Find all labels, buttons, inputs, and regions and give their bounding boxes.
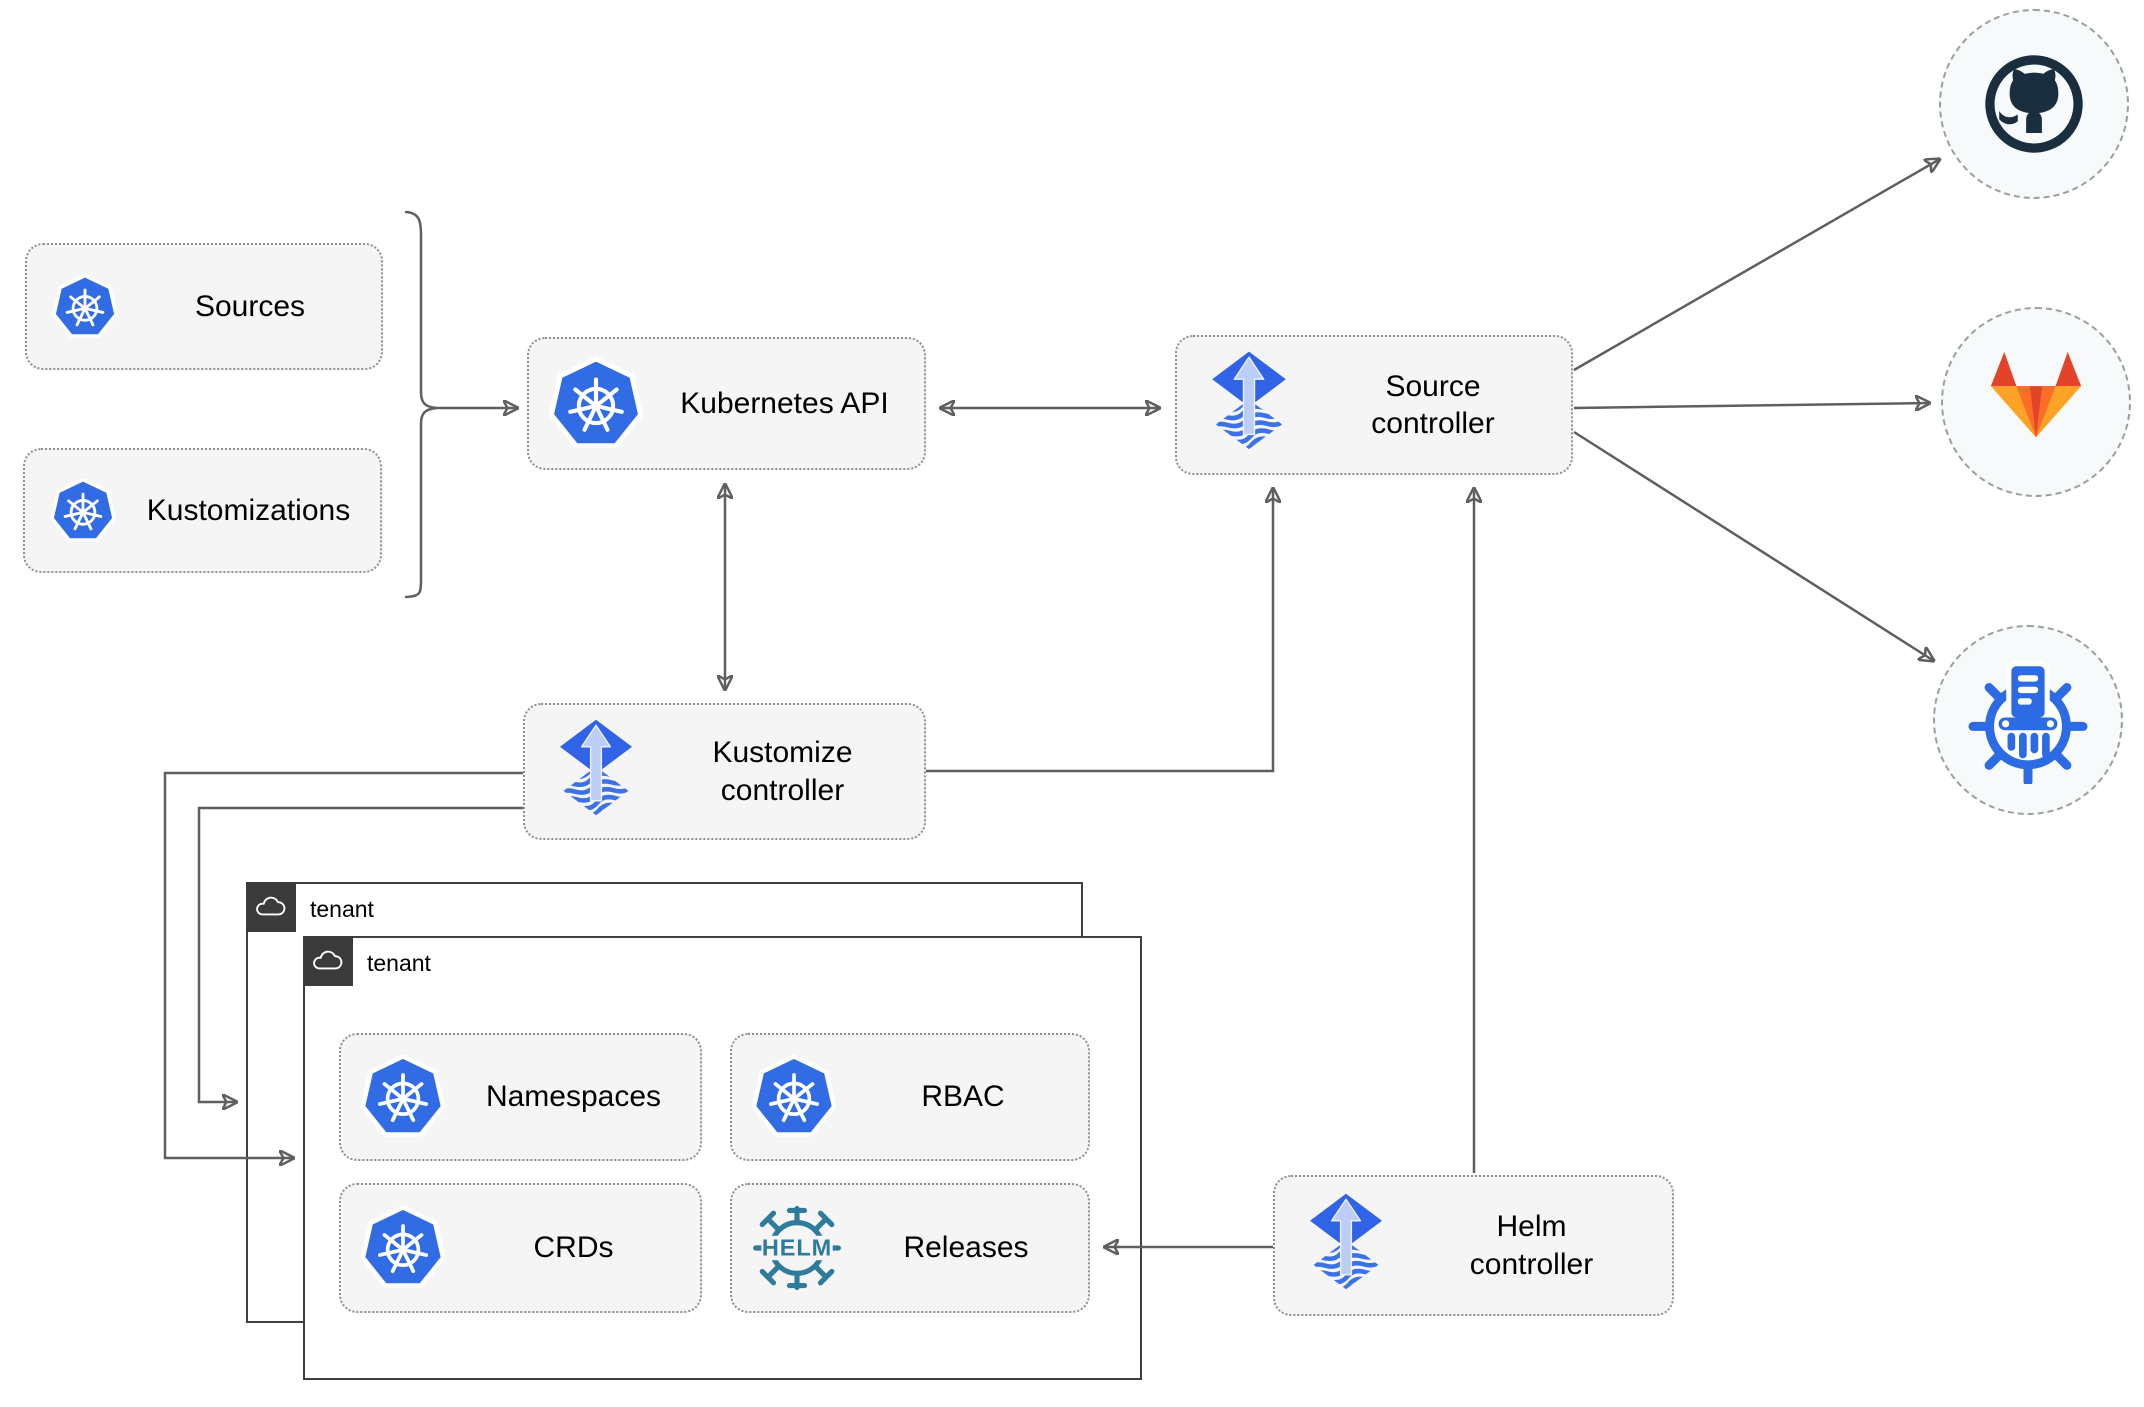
endpoint-chartmuseum	[1933, 625, 2123, 815]
cloud-icon	[311, 949, 344, 973]
chartmuseum-icon	[1968, 661, 2088, 784]
node-label: Releases	[903, 1231, 1029, 1265]
node-kubernetes-api: Kubernetes API	[527, 337, 926, 470]
node-kustomizations: Kustomizations	[23, 448, 382, 573]
node-label: Kustomize controller	[712, 736, 853, 807]
tenant-badge	[245, 881, 296, 932]
node-sources: Sources	[25, 243, 383, 370]
cloud-icon	[254, 895, 287, 919]
helm-icon: HELM	[750, 1201, 844, 1295]
flux-icon	[551, 717, 641, 827]
kubernetes-icon	[359, 1204, 447, 1292]
node-kustomize-controller: Kustomize controller	[523, 703, 926, 840]
kubernetes-icon	[359, 1053, 447, 1141]
kubernetes-icon	[49, 477, 117, 545]
endpoint-gitlab	[1941, 307, 2131, 497]
kubernetes-icon	[750, 1053, 838, 1141]
node-label: Source controller	[1371, 369, 1495, 441]
kubernetes-icon	[51, 273, 119, 341]
node-label: Kustomizations	[146, 493, 351, 527]
node-helm-controller: Helm controller	[1273, 1175, 1674, 1316]
gitlab-icon	[1990, 351, 2082, 438]
node-label: Sources	[194, 289, 306, 323]
helm-logo-text: HELM	[762, 1235, 832, 1261]
connector-source-to-gitlab	[1573, 403, 1930, 408]
flux-icon	[1301, 1190, 1391, 1302]
node-rbac: RBAC	[730, 1033, 1090, 1161]
connector-source-to-chartmuseum	[1573, 430, 1934, 661]
node-label: CRDs	[533, 1231, 614, 1265]
connector-kustomize-to-source	[926, 488, 1273, 773]
node-label: RBAC	[921, 1080, 1005, 1114]
endpoint-github	[1939, 9, 2129, 199]
brace-sources-group	[404, 210, 438, 599]
node-label: Namespaces	[485, 1080, 662, 1114]
tenant-label: tenant	[367, 950, 431, 976]
node-source-controller: Source controller	[1175, 335, 1573, 475]
flux-icon	[1203, 349, 1295, 461]
connector-source-to-github	[1573, 159, 1940, 372]
node-label: Kubernetes API	[680, 386, 889, 420]
node-crds: CRDs	[339, 1183, 702, 1313]
node-releases: HELM Releases	[730, 1183, 1090, 1313]
kubernetes-icon	[547, 355, 645, 453]
node-namespaces: Namespaces	[339, 1033, 702, 1161]
node-label: Helm controller	[1469, 1210, 1594, 1281]
tenant-label: tenant	[310, 896, 374, 922]
github-icon	[1985, 55, 2083, 153]
tenant-badge	[302, 935, 353, 986]
